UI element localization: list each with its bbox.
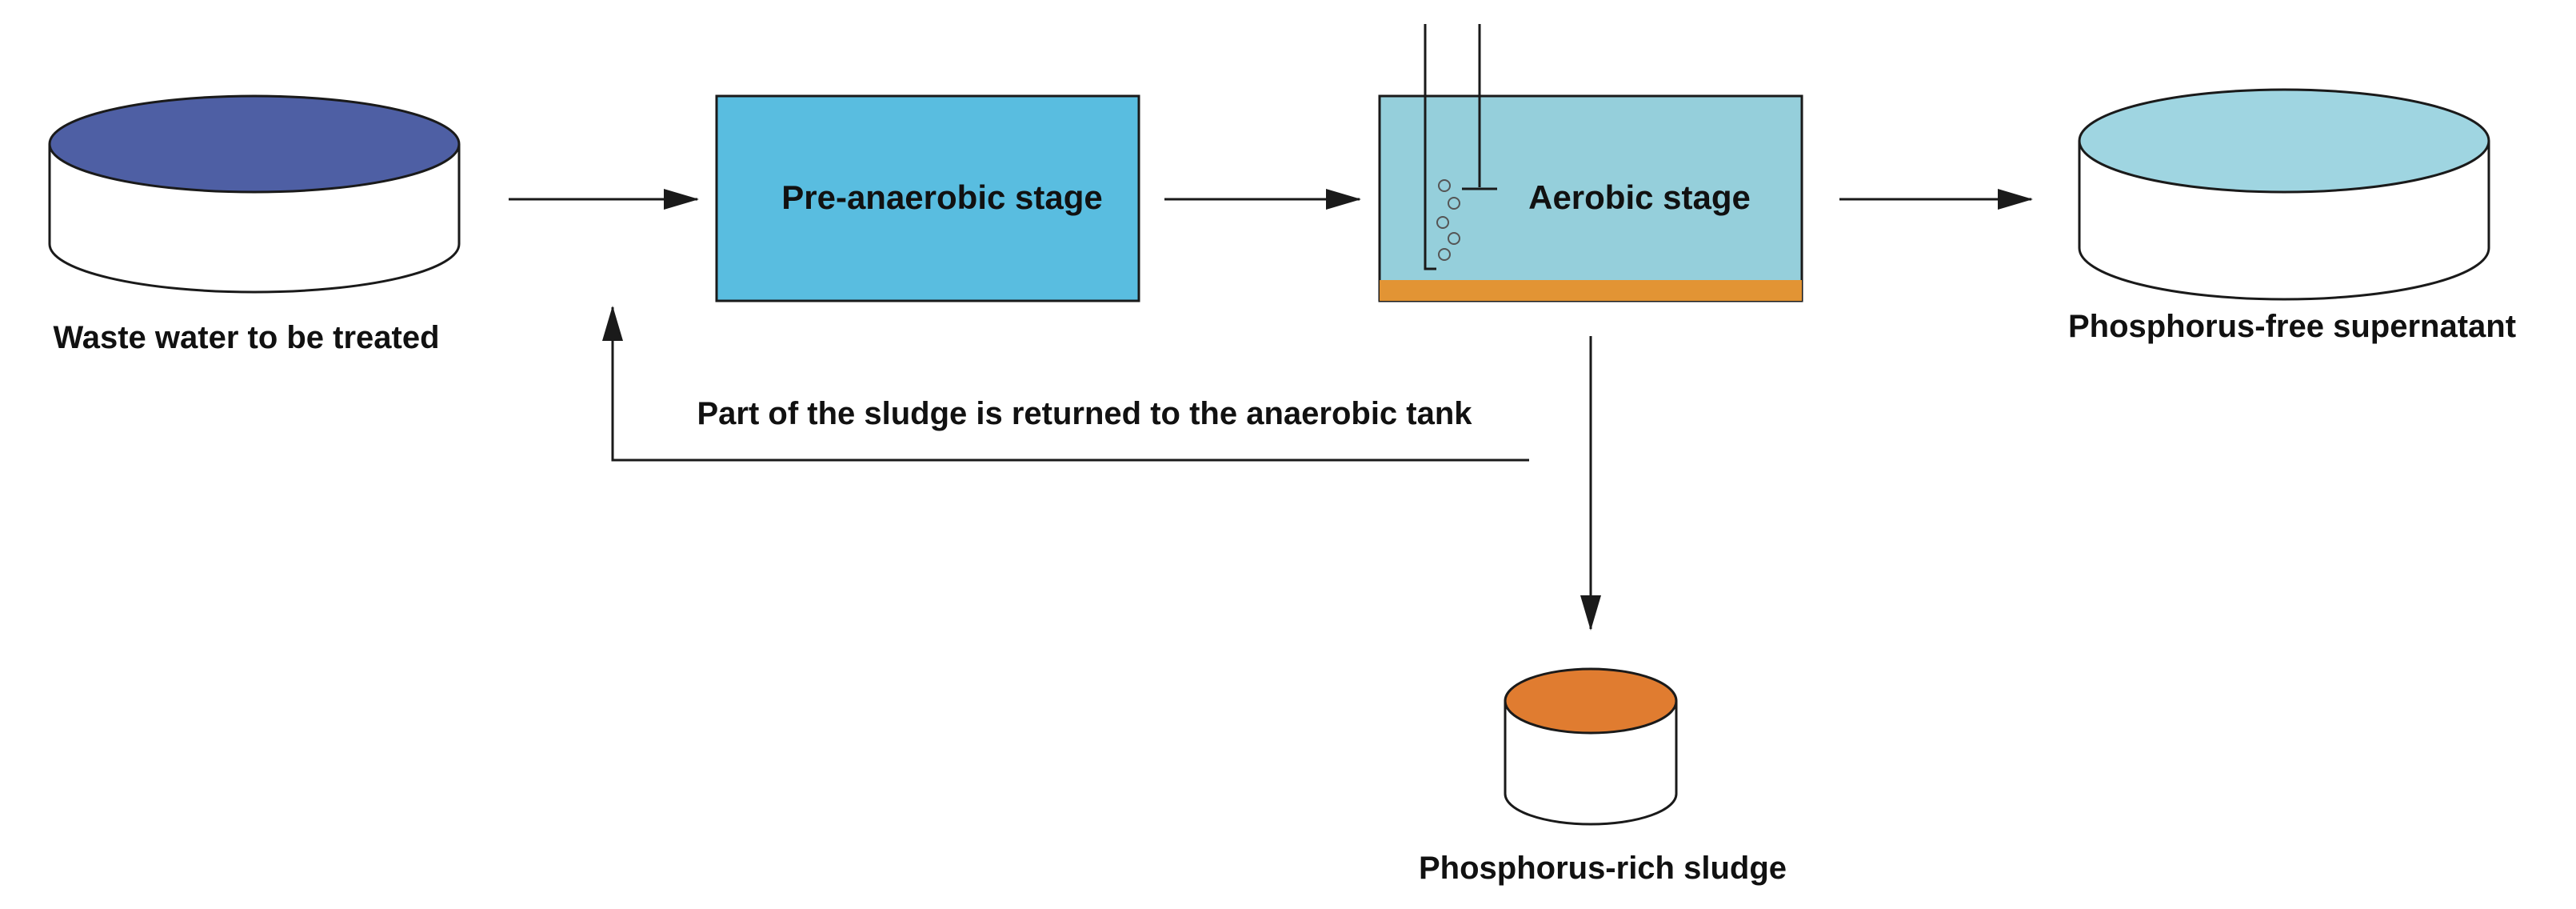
- air-bubble: [1438, 248, 1451, 261]
- wastewater-label: Waste water to be treated: [53, 320, 439, 355]
- air-bubble: [1448, 197, 1460, 210]
- rich-sludge-label: Phosphorus-rich sludge: [1419, 851, 1787, 886]
- supernatant-tank-top: [2078, 88, 2490, 194]
- air-bubble: [1436, 216, 1449, 229]
- aerobic-tank: Aerobic stage: [1378, 24, 1803, 302]
- air-bubbles: [1436, 179, 1460, 261]
- supernatant-label: Phosphorus-free supernatant: [2068, 309, 2516, 344]
- aerobic-sediment-layer: [1380, 280, 1802, 301]
- rich-sludge-tank: [1504, 667, 1678, 826]
- sludge-return-label: Part of the sludge is returned to the an…: [697, 396, 1472, 431]
- supernatant-tank: [2078, 88, 2490, 301]
- pre-anaerobic-box: [715, 94, 1140, 302]
- wastewater-tank: [48, 94, 461, 294]
- rich-sludge-tank-body: [1504, 701, 1678, 826]
- wastewater-tank-top: [48, 94, 461, 194]
- air-bubble: [1438, 179, 1451, 192]
- aerobic-label: Aerobic stage: [1528, 178, 1751, 216]
- aeration-pipe-left: [1424, 24, 1436, 270]
- aeration-pipe-right: [1462, 24, 1497, 190]
- pre-anaerobic-label: Pre-anaerobic stage: [781, 178, 1103, 216]
- air-bubble: [1448, 232, 1460, 245]
- sludge-return-line: [602, 306, 1529, 462]
- rich-sludge-tank-top: [1504, 667, 1678, 735]
